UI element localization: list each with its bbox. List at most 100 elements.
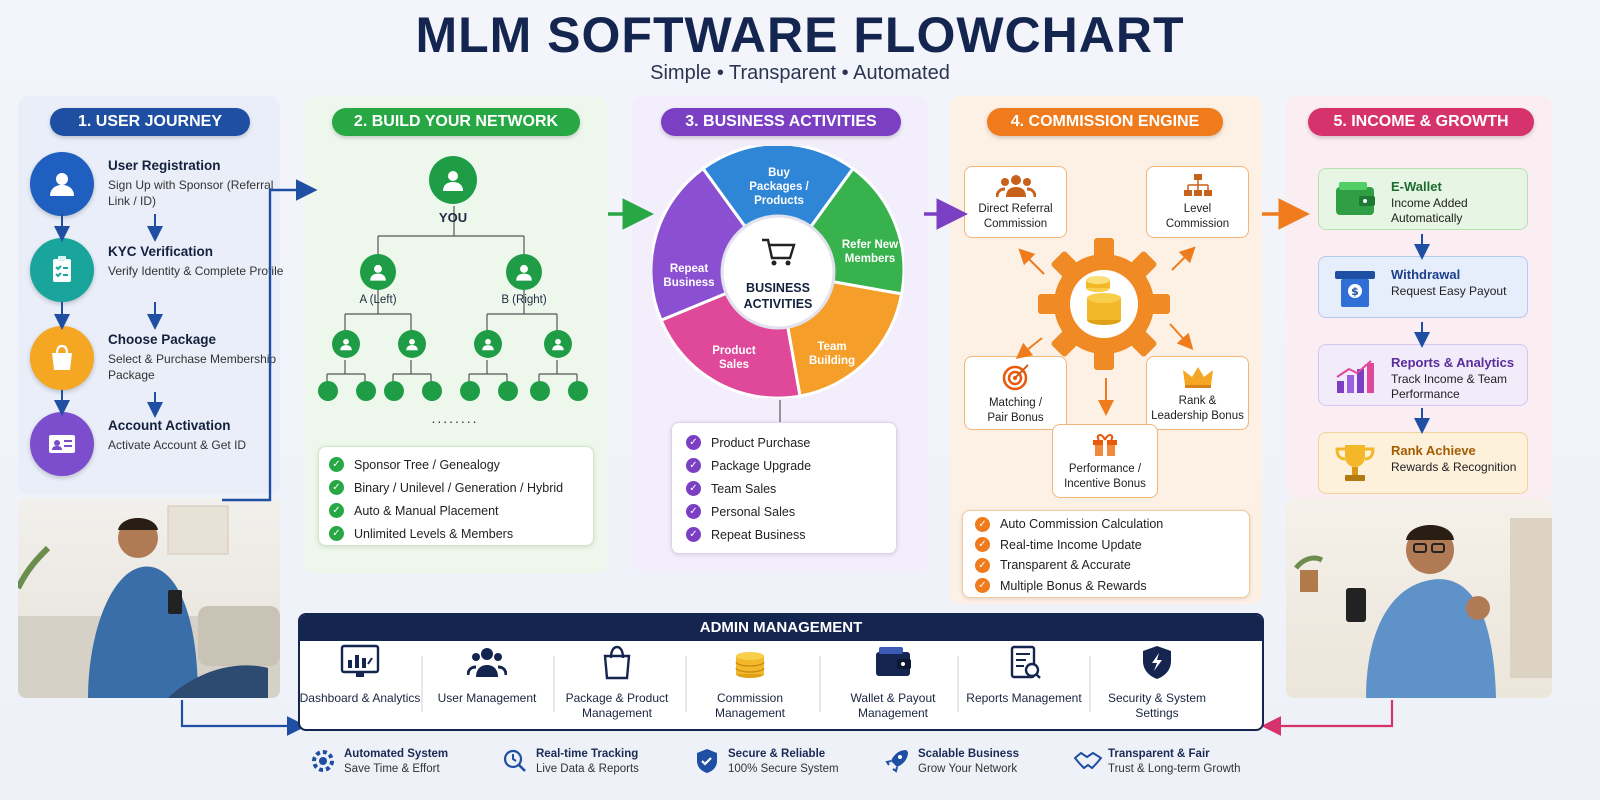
network-header: 2. BUILD YOUR NETWORK [332,108,580,136]
check-icon: ✓ [686,458,701,473]
income-ewallet: E-Wallet Income Added Automatically [1318,168,1528,230]
network-feature: ✓Binary / Unilevel / Generation / Hybrid [329,476,583,499]
network-tree-lines [326,206,578,382]
admin-wallet[interactable]: Wallet & Payout Management [830,644,956,721]
commission-feature: ✓Auto Commission Calculation [975,514,1237,535]
segment-product-sales: Product Sales [712,345,756,371]
income-desc: Income Added Automatically [1391,196,1468,225]
users-icon [466,648,508,677]
admin-commission[interactable]: Commission Management [687,644,813,721]
journey-step-desc: Verify Identity & Complete Profile [108,264,284,278]
commission-header: 4. COMMISSION ENGINE [987,108,1223,136]
footer-automated: Automated System Save Time & Effort [310,744,480,784]
footer-desc: Grow Your Network [918,763,1018,775]
network-node [384,381,404,401]
admin-packages[interactable]: Package & Product Management [554,644,680,721]
user-add-icon [30,152,94,216]
journey-step-title: KYC Verification [108,244,214,259]
activity-item: ✓Team Sales [686,477,882,500]
income-arrows [1414,234,1430,434]
journey-step-desc: Sign Up with Sponsor (Referral Link / ID… [108,178,274,208]
coins-icon [1086,276,1121,325]
footer-transparent: Transparent & Fair Trust & Long-term Gro… [1074,744,1264,784]
network-node [474,330,502,358]
admin-dividers [421,656,1091,712]
network-root-node [429,156,477,204]
income-rank: Rank Achieve Rewards & Recognition [1318,432,1528,494]
network-node [422,381,442,401]
journey-step-registration: User Registration Sign Up with Sponsor (… [30,152,290,222]
network-left-label: A (Left) [359,294,397,306]
admin-reports[interactable]: Reports Management [961,644,1087,706]
activity-item: ✓Repeat Business [686,523,882,546]
report-icon [1010,645,1041,679]
admin-label: User Management [437,691,537,705]
network-features-card: ✓Sponsor Tree / Genealogy ✓Binary / Unil… [318,446,594,546]
target-icon [1002,364,1029,391]
network-node [332,330,360,358]
admin-users[interactable]: User Management [424,644,550,706]
shopping-bag-icon [30,326,94,390]
network-feature: ✓Sponsor Tree / Genealogy [329,453,583,476]
income-header: 5. INCOME & GROWTH [1308,108,1534,136]
check-icon: ✓ [686,527,701,542]
network-right-node [506,254,542,290]
page-title: MLM SOFTWARE FLOWCHART [415,7,1185,63]
commission-direct-referral: Direct Referral Commission [964,166,1067,238]
group-icon [995,175,1036,198]
business-header: 3. BUSINESS ACTIVITIES [661,108,901,136]
journey-step-title: Account Activation [108,418,231,433]
admin-header: ADMIN MANAGEMENT [300,615,1262,641]
shield-icon [1143,646,1171,679]
admin-label: Reports Management [966,691,1082,705]
wallet-icon [876,647,911,676]
handshake-icon [1074,751,1102,770]
journey-step-activation: Account Activation Activate Account & Ge… [30,412,290,482]
commission-matching: Matching / Pair Bonus [964,356,1067,430]
admin-label: Package & Product Management [565,691,669,720]
network-node [568,381,588,401]
admin-security[interactable]: Security & System Settings [1094,644,1220,721]
footer-secure: Secure & Reliable 100% Secure System [694,744,864,784]
journey-step-desc: Activate Account & Get ID [108,438,247,452]
income-desc: Rewards & Recognition [1391,460,1517,474]
check-icon: ✓ [329,480,344,495]
user-photo-right [1286,498,1552,698]
check-icon: ✓ [975,537,990,553]
admin-dashboard[interactable]: Dashboard & Analytics [297,644,423,706]
id-card-icon [30,412,94,476]
segment-refer: Refer New Members [841,239,899,265]
journey-step-package: Choose Package Select & Purchase Members… [30,326,290,396]
network-feature: ✓Auto & Manual Placement [329,499,583,522]
user-journey-header: 1. USER JOURNEY [50,108,250,136]
network-node [498,381,518,401]
network-node [530,381,550,401]
network-ellipsis: ........ [431,410,479,426]
admin-panel: ADMIN MANAGEMENT [298,613,1264,731]
journey-step-title: Choose Package [108,332,217,347]
activity-item: ✓Package Upgrade [686,454,882,477]
check-icon: ✓ [686,481,701,496]
income-title: Withdrawal [1391,267,1461,282]
segment-repeat-business: Repeat Business [663,263,715,289]
commission-performance: Performance / Incentive Bonus [1052,424,1158,498]
coins-icon [735,652,765,678]
commission-arrows [1015,246,1196,416]
footer-title: Real-time Tracking [536,748,639,760]
network-feature: ✓Unlimited Levels & Members [329,522,583,545]
income-desc: Track Income & Team Performance [1391,372,1508,401]
dashboard-icon [340,644,380,677]
activity-item: ✓Product Purchase [686,431,882,454]
commission-level: Level Commission [1146,166,1249,238]
check-icon: ✓ [975,516,990,532]
check-icon: ✓ [329,503,344,518]
income-title: Rank Achieve [1391,443,1476,458]
admin-label: Security & System Settings [1107,691,1207,720]
income-reports: Reports & Analytics Track Income & Team … [1318,344,1528,406]
business-center-label: BUSINESS ACTIVITIES [743,281,813,311]
segment-team-building: Team Building [809,341,855,367]
income-title: Reports & Analytics [1391,355,1515,370]
check-icon: ✓ [975,557,990,573]
business-activities-card: ✓Product Purchase ✓Package Upgrade ✓Team… [671,422,897,554]
